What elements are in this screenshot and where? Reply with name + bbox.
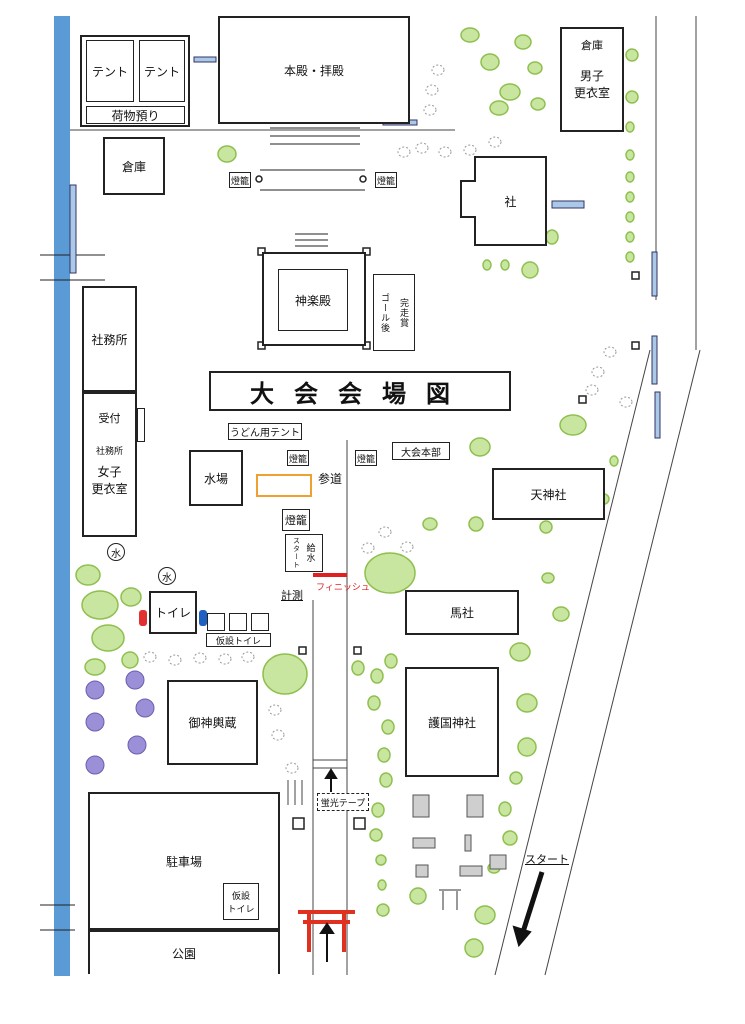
- shrubs: [143, 64, 633, 774]
- tent-1-label: テント: [91, 64, 128, 79]
- yashiro-label: 社: [504, 194, 517, 209]
- gokoku-shrine: 護国神社: [405, 667, 499, 777]
- temp-toilet-2-label: 仮設 トイレ: [227, 891, 255, 915]
- toilet: トイレ: [149, 591, 197, 634]
- baggage-area: 荷物預り: [86, 106, 185, 124]
- reception-annex: [137, 408, 145, 442]
- honden-label: 本殿・拝殿: [283, 63, 344, 78]
- female-icon: [139, 610, 147, 626]
- temp-toilet-2: 仮設 トイレ: [223, 883, 259, 920]
- storehouse-right-label: 倉庫: [581, 39, 603, 52]
- lantern-label: 燈籠: [230, 176, 249, 187]
- mens-room-label: 男子 更衣室: [573, 69, 610, 100]
- map-title: 大会会場図: [209, 371, 511, 411]
- udon-tent: うどん用テント: [228, 423, 302, 440]
- lantern: 燈籠: [282, 509, 310, 531]
- temp-toilet-unit: [207, 613, 225, 631]
- baggage-label: 荷物預り: [111, 108, 160, 123]
- diagonal-road: [494, 349, 651, 976]
- storehouse-left-label: 倉庫: [121, 159, 146, 174]
- lantern-label: 燈籠: [288, 454, 307, 465]
- tent-2: テント: [139, 40, 185, 102]
- yashiro: 社: [474, 156, 547, 246]
- water-mark: 水: [158, 567, 176, 585]
- diagonal-road: [544, 349, 701, 976]
- start-vertical-label: スタート: [292, 537, 301, 569]
- shamusho-2-label: 社務所: [95, 447, 123, 457]
- lantern: 燈籠: [375, 172, 397, 188]
- lantern: 燈籠: [287, 450, 309, 466]
- lantern-label: 燈籠: [376, 176, 395, 187]
- torii-gate: [298, 910, 355, 952]
- honden: 本殿・拝殿: [218, 16, 410, 124]
- udon-tent-label: うどん用テント: [230, 428, 300, 439]
- temp-toilet-unit: [251, 613, 269, 631]
- hq: 大会本部: [392, 442, 450, 460]
- kagura: 神楽殿: [278, 269, 348, 331]
- after-goal-label: ゴール後: [379, 292, 389, 333]
- hydrangeas: [85, 670, 155, 775]
- parking-label: 駐車場: [165, 854, 202, 869]
- tent-1: テント: [86, 40, 134, 102]
- completion-award-booth: ゴール後 完走賞: [373, 274, 415, 351]
- reception-building: 受付 社務所 女子 更衣室: [82, 392, 137, 537]
- finish-label: フィニッシュ: [316, 583, 370, 593]
- toilet-label: トイレ: [154, 606, 191, 620]
- mikoshi-label: 御神輿蔵: [188, 716, 237, 730]
- tenjin-label: 天神社: [530, 487, 567, 502]
- storehouse-left: 倉庫: [103, 137, 165, 195]
- reception-label: 受付: [98, 412, 121, 425]
- lantern-label: 燈籠: [285, 514, 307, 527]
- fluorescent-tape: 蛍光テープ: [317, 793, 369, 811]
- womens-room-label: 女子 更衣室: [91, 465, 128, 496]
- mizuba: 水場: [189, 450, 243, 506]
- mizuba-label: 水場: [203, 471, 228, 486]
- water-station-label: 給水: [304, 543, 315, 563]
- lantern: 燈籠: [355, 450, 377, 466]
- gokoku-label: 護国神社: [427, 715, 476, 730]
- river: [54, 16, 70, 976]
- yashiro-annex: [460, 180, 476, 218]
- park-label: 公園: [171, 946, 196, 961]
- tent-2-label: テント: [143, 64, 180, 79]
- lantern-label: 燈籠: [356, 454, 375, 465]
- sando-label: 参道: [318, 472, 343, 486]
- male-icon: [199, 610, 207, 626]
- water-station: スタート 給水: [285, 534, 323, 572]
- water-mark: 水: [107, 543, 125, 561]
- timing-label: 計測: [281, 589, 303, 602]
- start-label: スタート: [525, 853, 569, 866]
- mikoshi-storehouse: 御神輿蔵: [167, 680, 258, 765]
- kagura-label: 神楽殿: [294, 293, 331, 308]
- shamusho: 社務所: [82, 286, 137, 392]
- temp-toilet-unit: [229, 613, 247, 631]
- park: 公園: [88, 930, 280, 974]
- trees: [75, 27, 639, 958]
- basha-label: 馬社: [449, 606, 474, 620]
- basha: 馬社: [405, 590, 519, 635]
- orange-area: [256, 474, 312, 497]
- storehouse-right: 倉庫 男子 更衣室: [560, 27, 624, 132]
- temp-toilet-label: 仮設トイレ: [215, 636, 261, 647]
- lantern: 燈籠: [229, 172, 251, 188]
- completion-award-label: 完走賞: [398, 297, 408, 328]
- shamusho-label: 社務所: [91, 332, 128, 347]
- tenjin-shrine: 天神社: [492, 468, 605, 520]
- temp-toilet-label-box: 仮設トイレ: [206, 633, 271, 647]
- hq-label: 大会本部: [401, 447, 441, 459]
